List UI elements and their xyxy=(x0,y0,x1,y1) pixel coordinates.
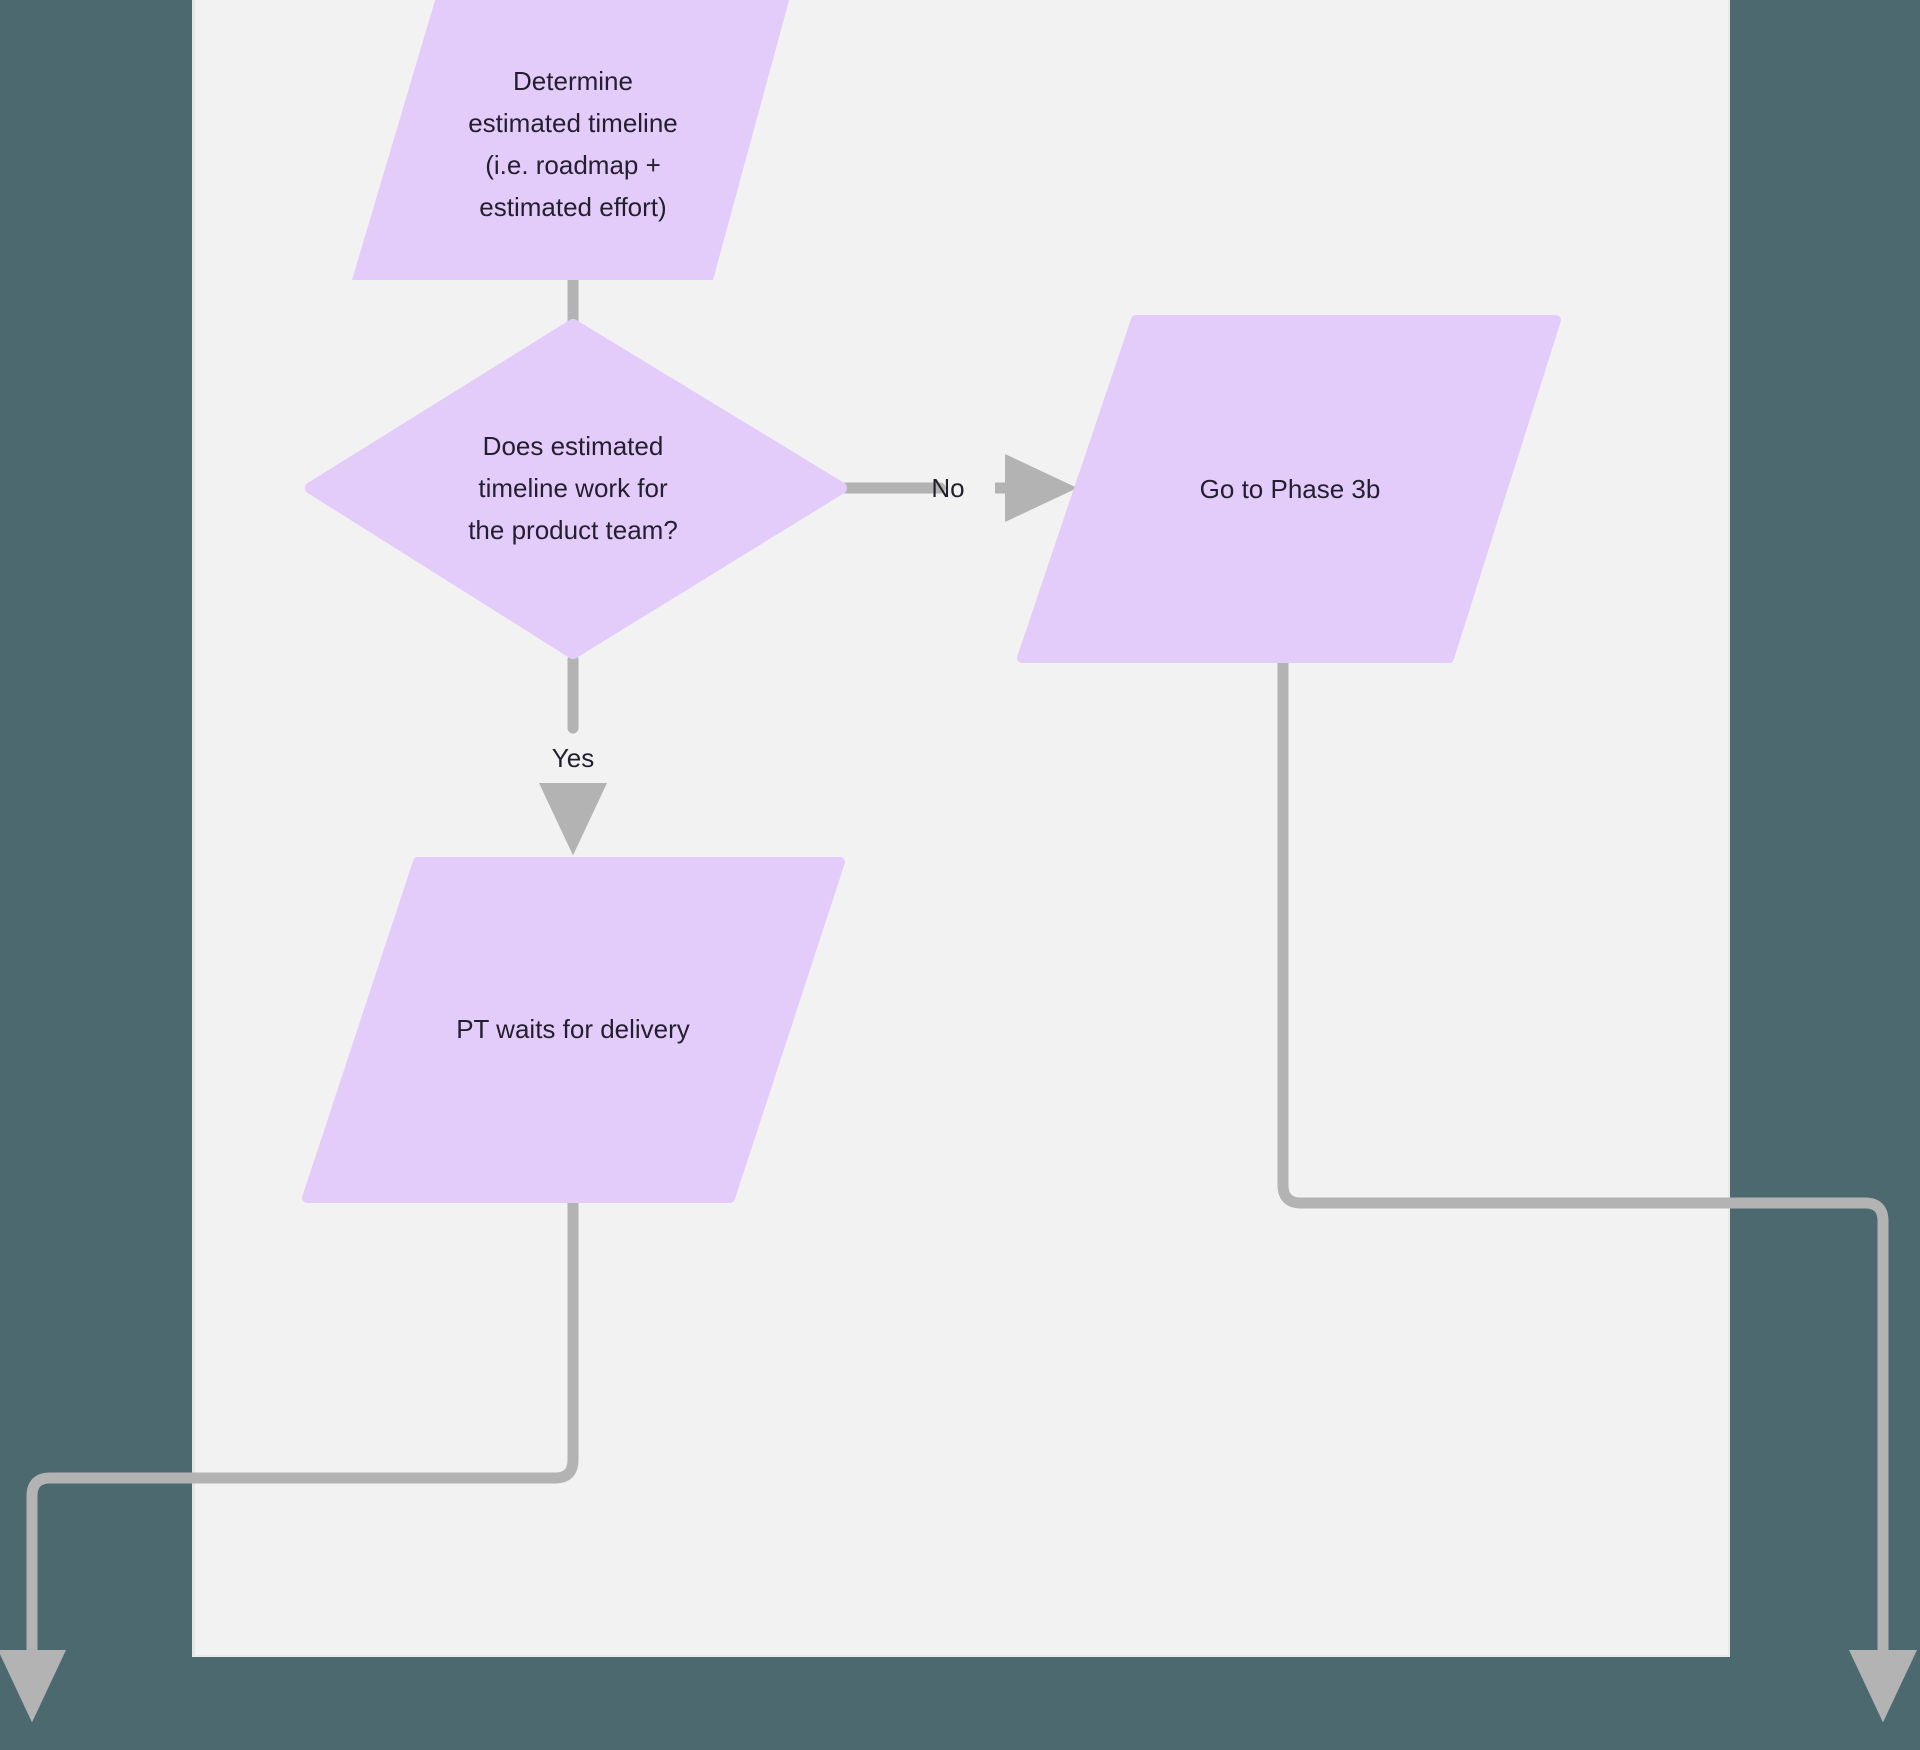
edge-pt-waits-to-left-exit xyxy=(0,1194,579,1723)
node-determine-timeline-shape[interactable] xyxy=(352,0,800,280)
edge-phase3b-to-right-exit xyxy=(1277,652,1918,1723)
edge-label-yes: Yes xyxy=(551,743,595,773)
edge-label-no: No xyxy=(931,473,965,503)
node-timeline-decision-outline xyxy=(305,319,847,659)
node-go-to-phase-3b-shape[interactable] xyxy=(1017,315,1561,663)
node-pt-waits-for-delivery-shape[interactable] xyxy=(302,857,845,1203)
